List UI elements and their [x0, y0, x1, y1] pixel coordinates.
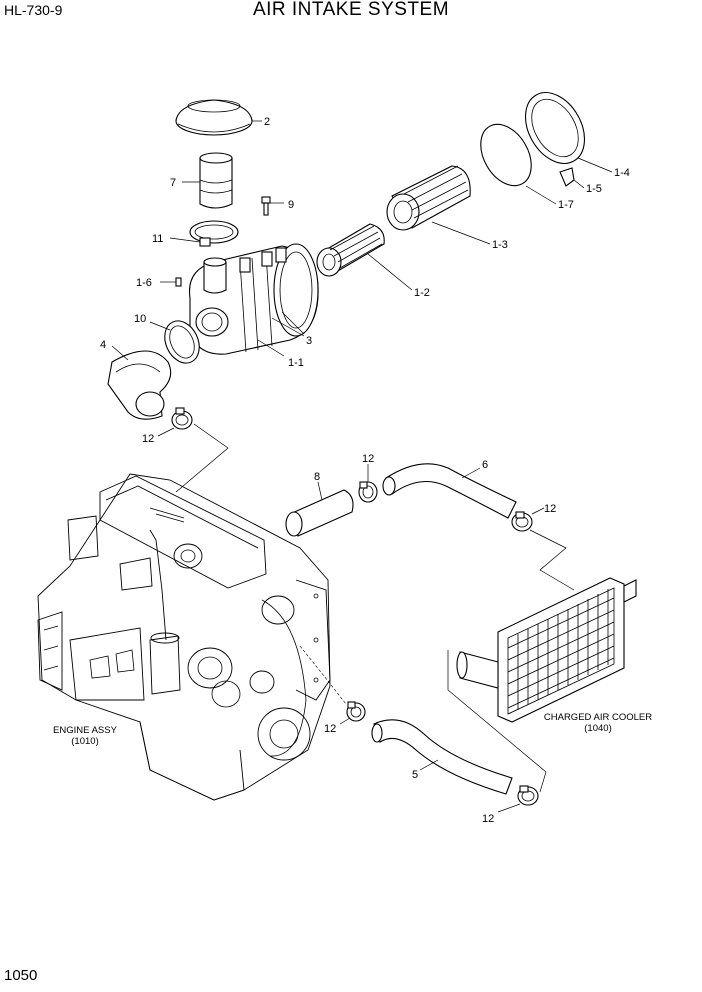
clamp-part-10[interactable]	[158, 315, 206, 368]
hose-clamp-part[interactable]	[346, 701, 366, 722]
vacuator-valve-part[interactable]	[559, 167, 575, 187]
intake-pipe-part[interactable]	[199, 152, 233, 209]
elbow-hose-part[interactable]	[107, 350, 172, 420]
callout-5: 5	[412, 769, 418, 781]
callout-7: 7	[170, 177, 176, 189]
rain-cap-part[interactable]	[175, 99, 253, 136]
callout-8: 8	[314, 471, 320, 483]
callout-11: 11	[152, 233, 163, 245]
callout-12: 12	[362, 453, 374, 465]
callout-2: 2	[264, 116, 270, 128]
hose-clamp-part[interactable]	[358, 481, 378, 503]
o-ring-part[interactable]	[470, 115, 541, 194]
model-number: HL-730-9	[4, 2, 63, 18]
callout-6: 6	[482, 459, 488, 471]
hose-clamp-part[interactable]	[171, 407, 193, 430]
long-hose-part[interactable]	[382, 463, 517, 519]
outer-filter-part[interactable]	[386, 165, 471, 231]
lower-hose-part[interactable]	[371, 719, 513, 795]
callout-4: 4	[100, 339, 106, 351]
page-title: AIR INTAKE SYSTEM	[252, 0, 450, 20]
callout-1-7: 1-7	[558, 199, 574, 211]
callout-12: 12	[142, 433, 154, 445]
callout-10: 10	[134, 313, 146, 325]
engine-assy-label: ENGINE ASSY	[53, 725, 118, 736]
sensor-part[interactable]	[175, 277, 182, 287]
callout-3: 3	[306, 335, 312, 347]
hose-clamp-part[interactable]	[511, 511, 533, 532]
cooler-label: CHARGED AIR COOLER	[544, 712, 652, 723]
callout-1-4: 1-4	[614, 167, 630, 179]
callout-1-5: 1-5	[586, 183, 602, 195]
air-cleaner-body-part[interactable]	[188, 243, 319, 355]
callout-12: 12	[482, 813, 494, 825]
callout-1-2: 1-2	[414, 287, 430, 299]
callout-1-1: 1-1	[288, 357, 304, 369]
callout-12: 12	[324, 723, 336, 735]
clamp-part[interactable]	[189, 220, 239, 247]
callout-1-6: 1-6	[136, 277, 152, 289]
cover-part[interactable]	[513, 82, 596, 174]
callout-12: 12	[544, 503, 556, 515]
hose-clamp-part[interactable]	[517, 785, 539, 806]
engine-assembly[interactable]	[37, 473, 331, 801]
charged-air-cooler[interactable]	[456, 577, 637, 723]
page-number: 1050	[4, 967, 38, 984]
cooler-ref: (1040)	[584, 723, 611, 734]
callout-1-3: 1-3	[492, 239, 508, 251]
callout-9: 9	[288, 199, 294, 211]
inner-filter-part[interactable]	[316, 223, 385, 277]
bolt-part[interactable]	[261, 196, 271, 216]
short-hose-part[interactable]	[285, 489, 354, 537]
engine-assy-ref: (1010)	[71, 736, 98, 747]
